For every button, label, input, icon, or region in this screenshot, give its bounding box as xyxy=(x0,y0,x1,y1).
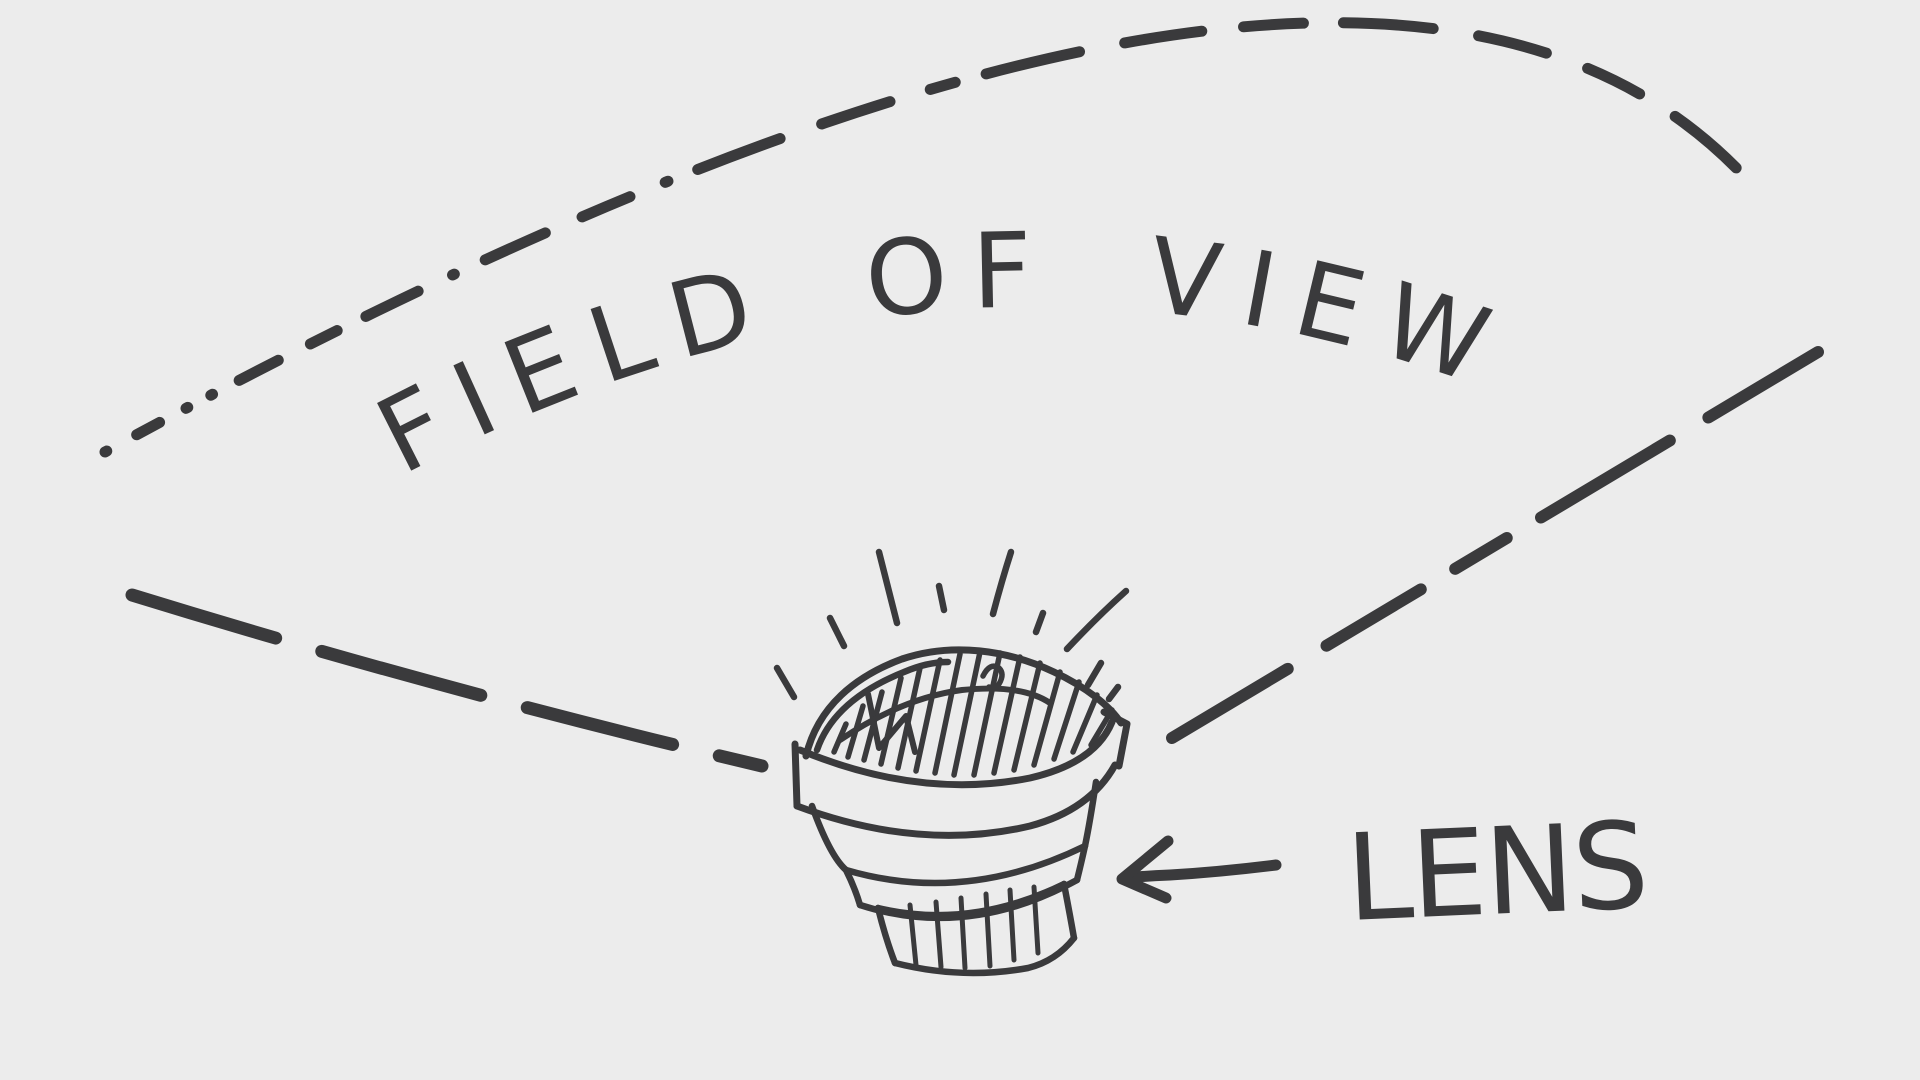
lens-shine-rays-icon xyxy=(773,548,1130,703)
lens-base-bottom-edge xyxy=(891,934,1078,977)
lens-pointer-arrow-icon xyxy=(1116,835,1282,904)
lens-dome-inner-line xyxy=(813,658,952,754)
lens-label: LENS xyxy=(1343,797,1649,949)
lens-band-corner-flap xyxy=(1100,708,1131,770)
lens-dome-reflection-arc xyxy=(837,685,1053,743)
fov-right-boundary-line-icon xyxy=(1166,346,1824,744)
lens-base-right-edge xyxy=(1060,880,1078,942)
lens-base-ribs xyxy=(907,884,1041,971)
lens-band-left-cap xyxy=(791,740,801,810)
lens-dome-outline xyxy=(802,646,1125,760)
field-of-view-label-textpath: FIELD OF VIEW xyxy=(358,209,1501,498)
lens-dome-highlight-hook xyxy=(980,663,1005,691)
fov-dashed-arc-icon xyxy=(99,17,1749,458)
lens-base-top-edge xyxy=(874,880,1068,919)
fov-left-boundary-line-icon xyxy=(125,588,769,773)
lens-sketch-icon xyxy=(791,646,1131,977)
field-of-view-label: FIELD OF VIEW xyxy=(358,209,1523,498)
lens-base-left-edge xyxy=(874,904,899,967)
lens-body-ring-1 xyxy=(842,842,1089,887)
lens-band-top-edge xyxy=(796,718,1116,789)
